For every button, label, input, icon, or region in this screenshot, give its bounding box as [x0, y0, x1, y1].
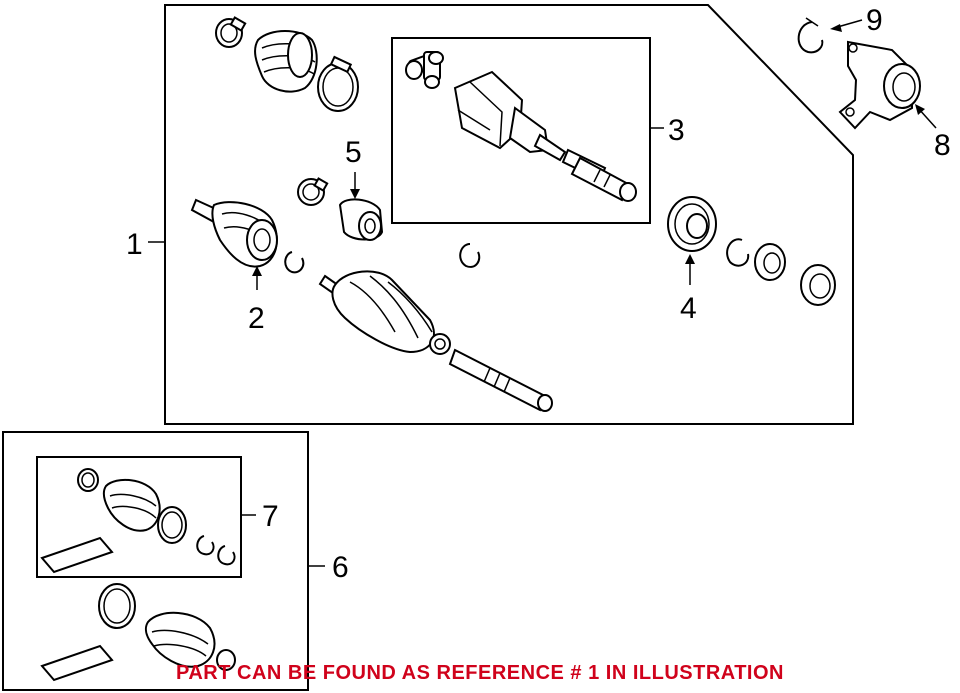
boot-kit-box-7 [36, 456, 242, 578]
callout-4: 4 [680, 292, 697, 325]
callout-6: 6 [332, 551, 349, 584]
reference-note: PART CAN BE FOUND AS REFERENCE # 1 IN IL… [176, 662, 784, 684]
mid-clamp [297, 177, 329, 206]
bearing-seal [754, 243, 786, 281]
bearing-bracket-8 [838, 40, 921, 130]
callout-5: 5 [345, 136, 362, 169]
callout-3: 3 [668, 114, 685, 147]
center-bearing-4 [667, 196, 717, 252]
callout-8: 8 [934, 129, 951, 162]
large-clamp-top [317, 55, 359, 112]
callout-2: 2 [248, 302, 265, 335]
snap-ring-left [284, 251, 305, 274]
inner-joint-box-3 [391, 37, 651, 224]
boot-kit-frame-6 [2, 431, 309, 691]
snap-ring-center [459, 243, 481, 268]
assembly-frame-1 [164, 4, 854, 425]
bearing-snap-ring [726, 238, 750, 267]
boot-kit-6-parts [40, 583, 236, 682]
dust-cover [800, 264, 836, 306]
retaining-clip-9 [797, 17, 824, 54]
callout-9: 9 [866, 4, 883, 37]
axle-shaft-assembly [318, 270, 553, 412]
dynamic-damper-5 [338, 198, 384, 241]
small-clamp-top [215, 16, 247, 48]
inner-joint-housing [453, 70, 567, 162]
outer-boot-top [254, 30, 318, 93]
boot-kit-7-parts [40, 468, 236, 574]
tripod-spider [405, 51, 444, 89]
callout-7: 7 [262, 500, 279, 533]
intermediate-shaft [561, 148, 637, 202]
leader-lines [148, 19, 937, 567]
callout-1: 1 [126, 228, 143, 261]
outer-cv-joint-2 [190, 198, 278, 268]
